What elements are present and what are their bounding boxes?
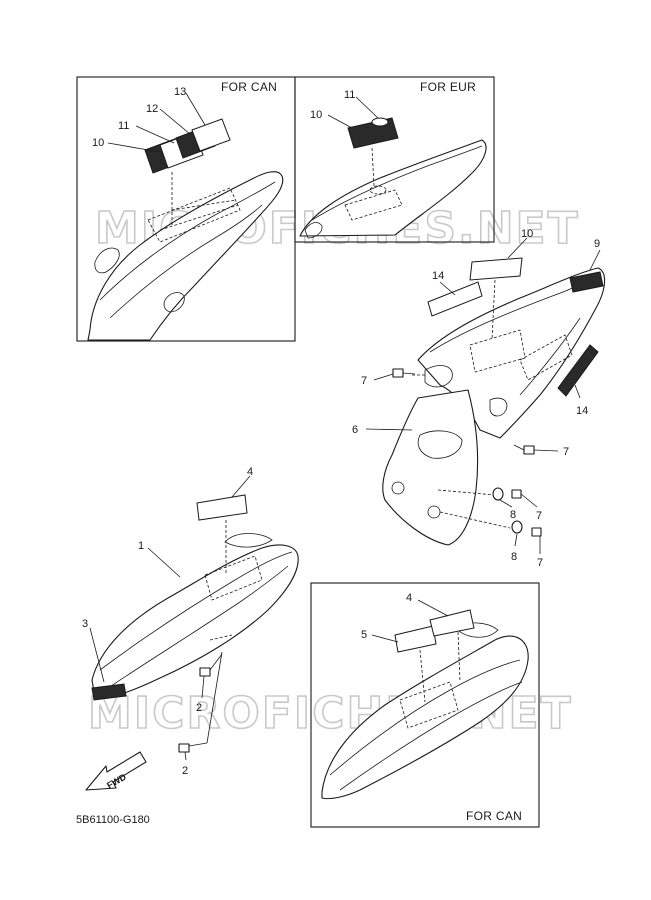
bolt-icon (531, 527, 542, 537)
decal-part-14-top (427, 281, 483, 317)
bolt-icon (392, 368, 416, 378)
box-for-can-bottom: FOR CAN 4 5 (310, 582, 540, 828)
bolt-icon (199, 653, 223, 677)
callout-11-can: 11 (118, 120, 129, 132)
callout-14-top: 14 (432, 270, 444, 282)
bolt-icon (178, 742, 208, 753)
mudflap-part-6 (382, 389, 479, 546)
callout-7-right: 7 (563, 446, 569, 458)
callout-7-mid: 7 (536, 510, 542, 522)
callout-2-upper: 2 (196, 702, 202, 714)
bolt-icon (511, 489, 522, 499)
decal-part-13-can (191, 118, 231, 152)
callout-13: 13 (174, 86, 186, 98)
callout-3: 3 (82, 618, 88, 630)
bolt-icon (513, 444, 535, 455)
callout-6: 6 (352, 424, 358, 436)
callout-8-lower: 8 (511, 551, 517, 563)
callout-10-can: 10 (92, 137, 104, 149)
rear-fender-sketch-can (87, 171, 284, 341)
decal-part-14-side (557, 344, 599, 397)
callout-2-lower: 2 (182, 765, 188, 777)
callout-7-lower: 7 (537, 557, 543, 569)
callout-14-side: 14 (576, 405, 588, 417)
box-for-can-top: FOR CAN 10 11 12 13 (76, 76, 296, 342)
box-for-eur: FOR EUR 10 11 (294, 76, 495, 243)
callout-1: 1 (138, 540, 144, 552)
front-fender-sketch-can (321, 622, 529, 800)
box-label-can-bottom: FOR CAN (466, 809, 522, 823)
callout-4-main: 4 (247, 466, 253, 478)
callout-10-eur: 10 (310, 109, 322, 121)
box-label-can-top: FOR CAN (221, 80, 277, 94)
callout-4-can: 4 (406, 592, 412, 604)
callout-10-main: 10 (521, 228, 533, 240)
washer-icon (492, 487, 504, 501)
decal-part-11-eur (371, 117, 389, 127)
emblem-part-3 (91, 683, 127, 701)
decal-part-10-main (469, 257, 523, 281)
rear-fender-sketch-eur (299, 139, 487, 239)
front-fender-assembly: 4 1 3 2 2 (82, 466, 299, 777)
decal-part-9 (569, 271, 604, 293)
callout-8-upper: 8 (510, 509, 516, 521)
decal-part-4-main (196, 494, 248, 521)
box-label-eur: FOR EUR (420, 80, 476, 94)
callout-11-eur: 11 (344, 89, 355, 101)
rear-fender-assembly: 10 9 14 14 6 7 7 8 7 (352, 228, 606, 569)
front-fender-part-1 (91, 544, 299, 699)
callout-9: 9 (594, 238, 600, 250)
fwd-arrow-icon: FWD (85, 751, 147, 791)
callout-12: 12 (146, 103, 158, 115)
decal-part-4-can (429, 609, 475, 637)
box-frame-eur (294, 76, 495, 243)
decal-part-5 (394, 625, 437, 653)
callout-5: 5 (361, 629, 367, 641)
box-frame-can-bottom (310, 582, 540, 828)
diagram-code: 5B61100-G180 (76, 814, 150, 826)
callout-7-upper: 7 (361, 375, 367, 387)
washer-icon (511, 520, 523, 534)
